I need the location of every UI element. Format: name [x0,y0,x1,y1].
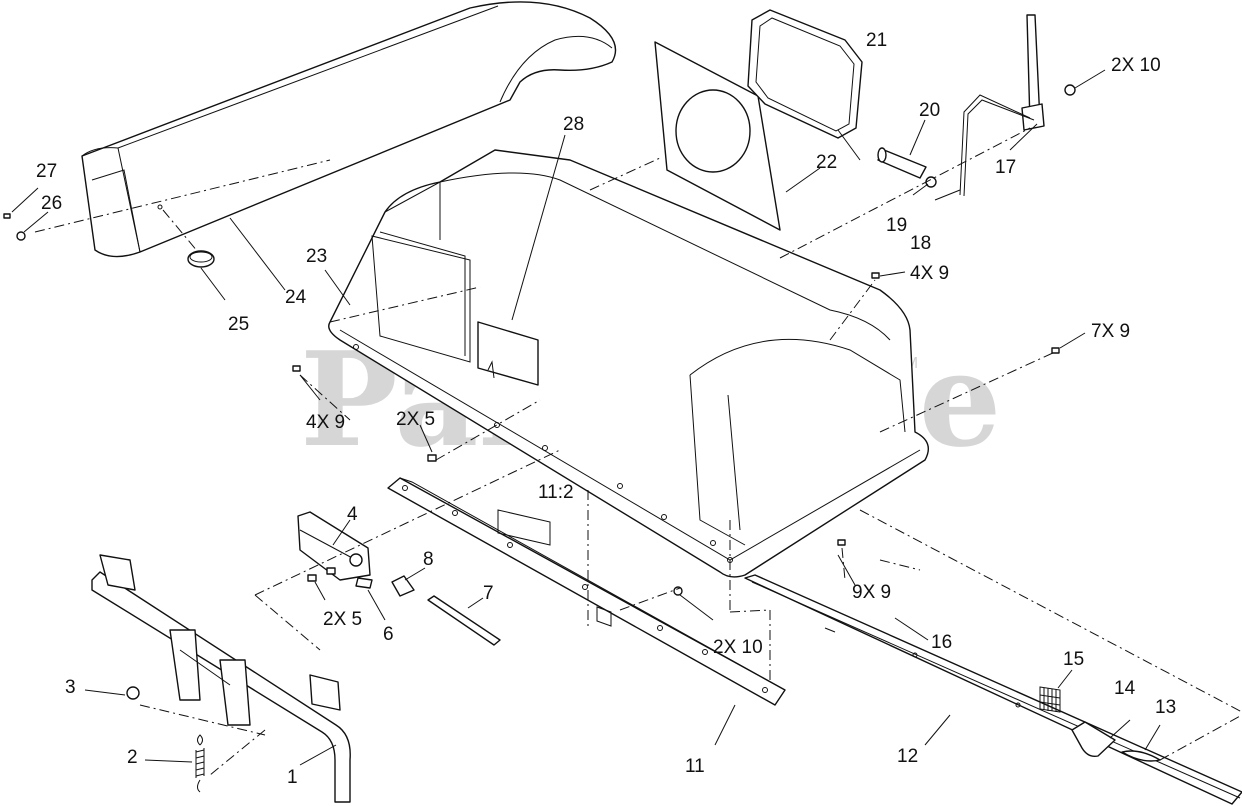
callout-19: 19 [886,215,907,236]
part-2-spring[interactable] [195,734,205,793]
part-11-mounting-rail[interactable] [387,477,786,706]
callout-12: 12 [897,746,918,767]
callout-7: 7 [483,583,494,604]
part-8-spacer[interactable] [391,575,415,597]
part-26-nut[interactable] [16,231,26,241]
callout-17: 17 [995,157,1016,178]
callout-24: 24 [285,287,307,308]
part-14-latch[interactable] [1071,721,1116,758]
part-7-shaft[interactable] [427,595,501,646]
part-4-bracket[interactable] [297,511,371,581]
callout-15: 15 [1063,649,1084,670]
callout-21: 21 [866,30,887,51]
part-27-screw[interactable] [3,213,11,219]
callout-5-upper: 2X 5 [396,409,435,430]
callout-11-decal: 11:2 [538,482,574,503]
callout-26: 26 [41,193,62,214]
part-15-screen[interactable] [1039,686,1061,713]
part-25-plug[interactable] [187,250,215,268]
part-20-knob[interactable] [877,147,927,179]
callout-27: 27 [36,161,57,182]
callout-9-right: 7X 9 [1091,321,1130,342]
callout-20: 20 [919,100,940,121]
callout-1: 1 [287,767,298,788]
callout-10-rail: 2X 10 [713,637,763,658]
callout-8: 8 [423,549,434,570]
part-12-side-rail[interactable] [744,574,1242,805]
callout-25: 25 [228,314,249,335]
part-24-discharge-chute[interactable] [81,1,617,258]
part-18-control-rod[interactable] [959,94,1035,197]
part-5-screws-lower[interactable] [307,567,336,582]
callout-18: 18 [910,233,931,254]
callout-14: 14 [1114,678,1136,699]
part-3-nut[interactable] [126,686,140,700]
callout-9-hood: 4X 9 [910,263,949,284]
part-5-screw-upper[interactable] [427,454,437,462]
callout-9-left: 4X 9 [306,412,345,433]
alignment-lines [34,127,1242,776]
callout-13: 13 [1155,697,1176,718]
part-21-gasket[interactable] [747,9,863,139]
part-10-nut-rail[interactable] [673,586,683,596]
callout-22: 22 [816,152,837,173]
callout-11: 11 [685,756,705,777]
part-19-washer[interactable] [925,176,937,188]
callout-6: 6 [383,624,394,645]
callout-28: 28 [563,114,584,135]
callout-5-lower: 2X 5 [323,609,362,630]
callout-9-rail: 9X 9 [852,582,891,603]
leader-lines [11,69,1161,766]
part-9-screws[interactable] [292,272,1060,546]
part-17-bracket[interactable] [1021,14,1045,131]
callout-16: 16 [931,632,952,653]
part-10-nut-top[interactable] [1064,84,1076,96]
callout-2: 2 [127,747,138,768]
part-1-handle-frame[interactable] [91,554,351,803]
callout-labels: 1 2 3 4 2X 5 2X 5 6 7 8 4X 9 4X 9 7X 9 9… [36,30,1176,788]
callout-3: 3 [65,677,76,698]
callout-4: 4 [347,504,358,525]
part-22-adapter-plate[interactable] [654,41,781,231]
part-23-blower-hood[interactable] [328,149,929,578]
callout-10-top: 2X 10 [1111,55,1161,76]
part-6-bolt[interactable] [355,577,373,589]
callout-23: 23 [306,246,327,267]
